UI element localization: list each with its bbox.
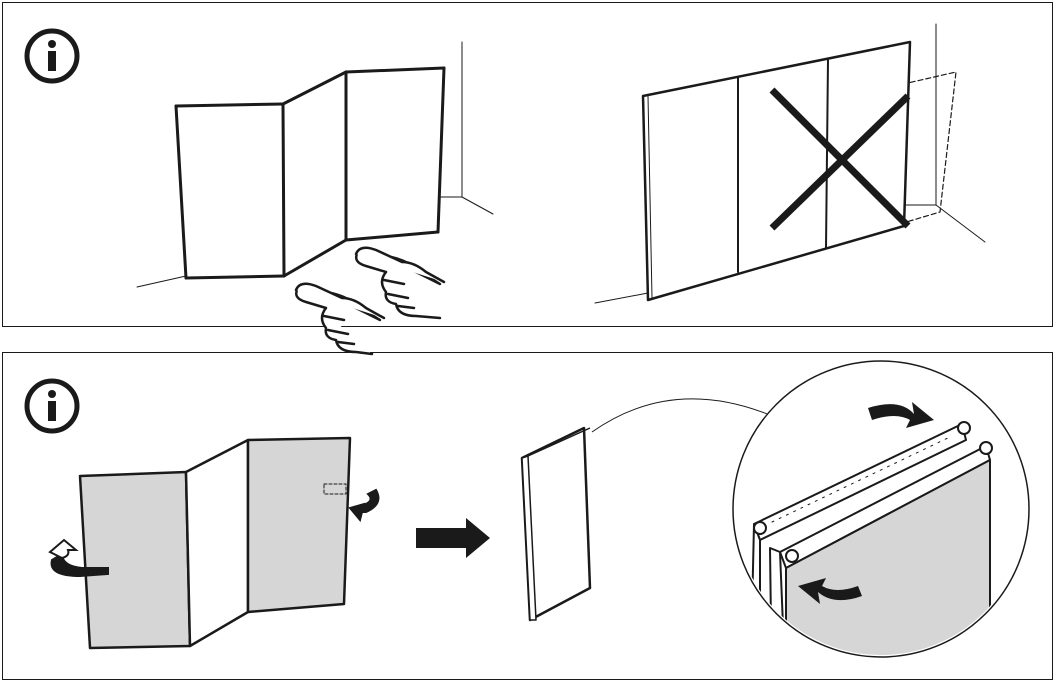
- info-icon: [22, 26, 82, 86]
- info-icon: [22, 376, 82, 436]
- cross-mark-icon: [769, 87, 911, 231]
- pointing-hand-icon: [354, 246, 446, 320]
- magnified-hinge-detail: [732, 360, 1030, 658]
- pointing-hand-icon: [294, 282, 386, 356]
- folded-screen: [520, 426, 592, 622]
- rotate-arrow-icon: [798, 578, 862, 604]
- folding-screen-corner: [136, 41, 494, 288]
- rotate-arrow-icon: [48, 538, 109, 578]
- rotate-arrow-icon: [868, 402, 934, 428]
- right-arrow-icon: [416, 518, 490, 558]
- folding-screen-rotate: [78, 436, 352, 650]
- flat-screen-wrong: [594, 23, 986, 304]
- rotate-arrow-icon: [348, 488, 380, 523]
